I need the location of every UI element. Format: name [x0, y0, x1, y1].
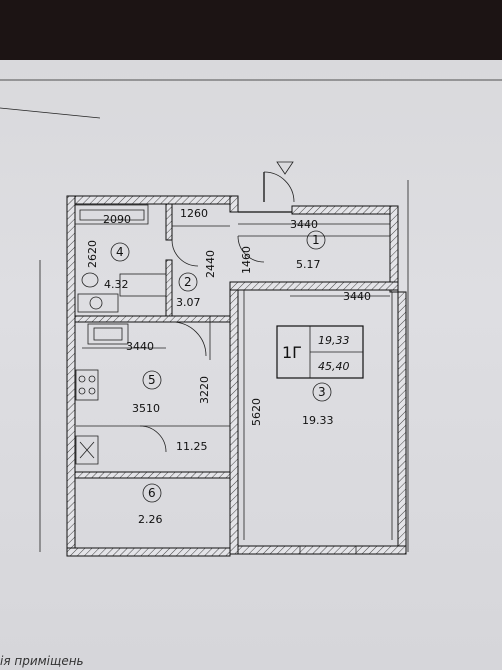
- wall-right: [397, 291, 407, 553]
- sink-counter: [119, 273, 167, 297]
- dim-3220: 3220: [198, 376, 211, 404]
- room-6-number: 6: [148, 486, 156, 500]
- stove-burner-2: [88, 375, 96, 383]
- stove-burner-1: [78, 375, 86, 383]
- dim-3440-kitchen: 3440: [126, 340, 154, 353]
- door-swings: [139, 161, 295, 453]
- apartment-type: 1Г: [282, 343, 302, 362]
- corridor-door-arc: [237, 235, 265, 263]
- dim-3440-top: 3440: [290, 218, 318, 231]
- outer-walls: [66, 195, 407, 557]
- room-1-area: 5.17: [296, 258, 321, 271]
- room-2-number: 2: [184, 275, 192, 289]
- kitchen-sink: [87, 323, 129, 345]
- wall-left: [66, 195, 76, 557]
- wall-bottom-right: [229, 545, 407, 555]
- dim-2090: 2090: [103, 213, 131, 226]
- apartment-total-area: 45,40: [318, 360, 350, 373]
- dim-3440-right: 3440: [343, 290, 371, 303]
- room-5-area: 11.25: [176, 440, 208, 453]
- wall-corridor-bottom: [229, 281, 399, 291]
- wall-top-right: [291, 205, 399, 215]
- apartment-living-area: 19,33: [318, 334, 350, 347]
- entry-door-arc: [263, 171, 295, 203]
- dim-2440: 2440: [204, 250, 217, 278]
- sheet-frame-diagonal: [0, 107, 101, 119]
- dim-1460: 1460: [240, 246, 253, 274]
- dimension-lines: [39, 180, 409, 552]
- entrance-triangle-icon: [276, 161, 294, 175]
- bathtub-inner: [79, 209, 145, 221]
- room-6-label: 6 2.26: [138, 483, 163, 526]
- washer-drum: [89, 296, 103, 310]
- room-4-area: 4.32: [104, 278, 129, 291]
- bathtub: [75, 204, 149, 225]
- dim-1260: 1260: [180, 207, 208, 220]
- room-4-label: 4 4.32: [104, 242, 130, 291]
- room-3-area: 19.33: [302, 414, 334, 427]
- room-3-label: 3 19.33: [302, 382, 334, 427]
- wall-top-mid: [229, 195, 239, 213]
- stove-burner-3: [78, 387, 86, 395]
- toilet: [81, 272, 99, 288]
- room-6-area: 2.26: [138, 513, 163, 526]
- wall-bottom-left: [66, 547, 231, 557]
- balcony-door-arc: [139, 425, 167, 453]
- room-5-label: 5 11.25: [142, 370, 208, 453]
- wall-bath-hall: [165, 203, 173, 241]
- wall-top-left: [66, 195, 231, 205]
- plan-sheet: 2090 1260 3440 2620 2440 1460 3440 3440 …: [0, 60, 502, 670]
- wall-bath-hall-lower: [165, 259, 173, 317]
- dim-5620: 5620: [250, 398, 263, 426]
- bottom-caption: ія приміщень: [0, 654, 84, 668]
- room-2-area: 3.07: [176, 296, 201, 309]
- room-5-number: 5: [148, 373, 156, 387]
- room-4-number: 4: [116, 245, 124, 259]
- wall-kitchen-top: [74, 315, 231, 323]
- floor-plan: 2090 1260 3440 2620 2440 1460 3440 3440 …: [0, 79, 502, 668]
- washing-machine: [77, 293, 119, 313]
- boiler-box: [75, 435, 99, 465]
- dim-3510: 3510: [132, 402, 160, 415]
- dim-2620: 2620: [86, 240, 99, 268]
- apartment-info-box: 1Г 19,33 45,40: [276, 325, 364, 379]
- stove-burner-4: [88, 387, 96, 395]
- room-1-number: 1: [312, 233, 320, 247]
- wall-living-left: [229, 289, 239, 555]
- kitchen-door-arc: [171, 321, 207, 357]
- room-2-label: 2 3.07: [176, 272, 201, 309]
- window-marks: [299, 546, 357, 554]
- room-3-number: 3: [318, 385, 326, 399]
- kitchen-sink-bowl: [93, 327, 123, 341]
- wall-right-upper: [389, 205, 399, 293]
- wall-balcony: [74, 471, 231, 479]
- bath-door-arc: [171, 239, 199, 267]
- living-inner-lines: [243, 290, 393, 540]
- inner-lines: [75, 204, 393, 554]
- stove: [75, 369, 99, 401]
- room-1-label: 1 5.17: [296, 230, 326, 271]
